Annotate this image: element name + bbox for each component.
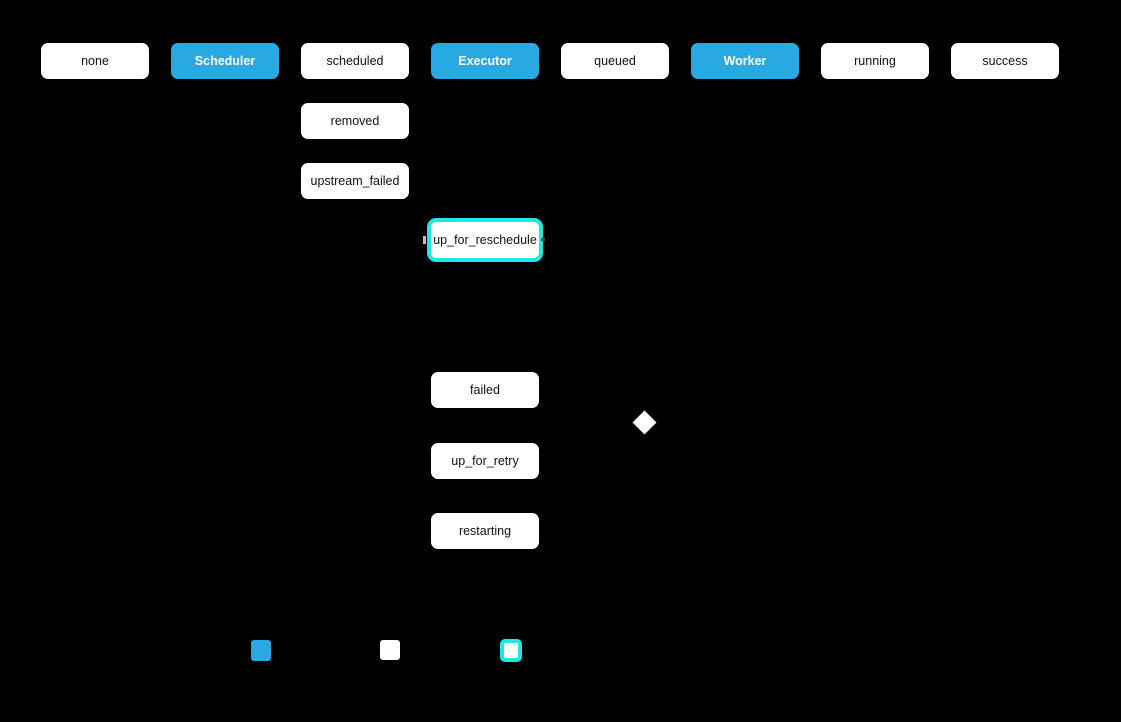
node-success: success [951, 43, 1059, 79]
legend-swatch-white [380, 640, 400, 660]
node-running: running [821, 43, 929, 79]
node-worker: Worker [691, 43, 799, 79]
node-none: none [41, 43, 149, 79]
node-failed: failed [431, 372, 539, 408]
node-up-for-retry: up_for_retry [431, 443, 539, 479]
node-scheduled: scheduled [301, 43, 409, 79]
node-queued: queued [561, 43, 669, 79]
arrow-remnant-left [423, 236, 426, 244]
node-scheduler: Scheduler [171, 43, 279, 79]
node-upstream-failed: upstream_failed [301, 163, 409, 199]
legend-swatch-blue [251, 640, 271, 661]
node-restarting: restarting [431, 513, 539, 549]
arrow-remnant-right [541, 238, 545, 241]
legend-swatch-cyan-outline [500, 639, 522, 662]
node-up-for-reschedule: up_for_reschedule [427, 218, 543, 262]
node-removed: removed [301, 103, 409, 139]
decision-diamond [632, 410, 657, 435]
node-executor: Executor [431, 43, 539, 79]
